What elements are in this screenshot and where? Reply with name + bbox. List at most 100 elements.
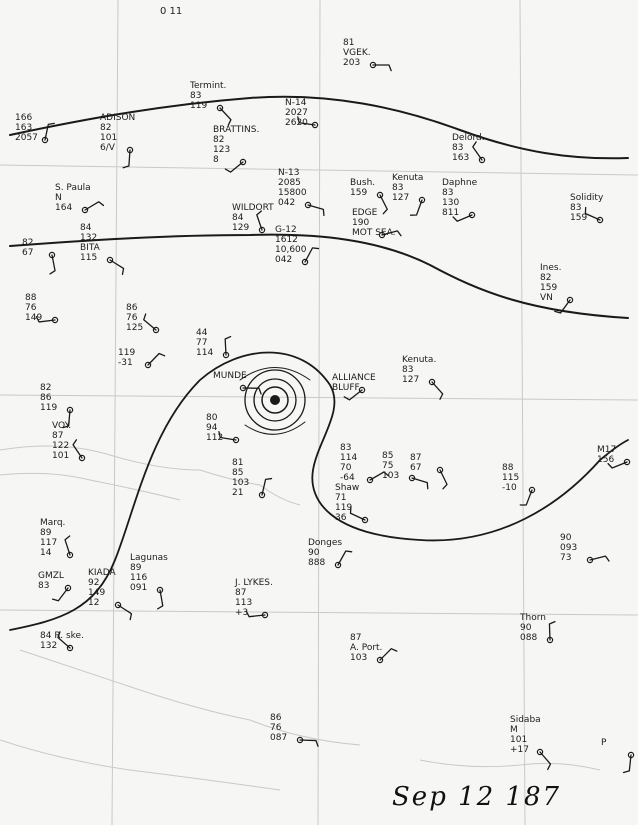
wind-barb <box>57 631 71 649</box>
station-circle <box>304 201 312 209</box>
station-label: 132 <box>40 641 57 651</box>
station-label: 44 <box>196 328 208 338</box>
station-label: 83 <box>452 143 463 153</box>
station-label: M <box>510 725 518 735</box>
station-label: 82 <box>213 135 224 145</box>
station-label: 2057 <box>15 133 38 143</box>
station-label: N <box>55 193 62 203</box>
station-circle <box>301 258 309 266</box>
station-label: 14 <box>40 548 52 558</box>
station-label: 84 R. ske. <box>40 631 84 641</box>
wind-barb <box>539 751 552 771</box>
station-circle <box>152 326 160 334</box>
station-label: 88 <box>502 463 514 473</box>
station-circle <box>144 361 152 369</box>
station-label: 87 <box>410 453 421 463</box>
wind-barb <box>607 461 628 469</box>
station-label: 159 <box>570 213 587 223</box>
station-circle <box>366 476 374 484</box>
station-label: 159 <box>350 188 367 198</box>
cyclone-spiral-line <box>9 351 629 631</box>
wind-barb <box>349 506 366 521</box>
station-label: 119 <box>190 101 207 111</box>
station-label: Delord. <box>452 133 485 143</box>
station-label: Lagunas <box>130 553 168 563</box>
station-circle <box>64 584 72 592</box>
station-label: 70 <box>340 463 352 473</box>
station-label: Solidity <box>570 193 604 203</box>
station-circle <box>418 196 426 204</box>
station-label: 093 <box>560 543 577 553</box>
station-circle <box>66 644 74 652</box>
wind-barb <box>554 299 571 314</box>
wind-barb <box>218 430 237 441</box>
station-label: 127 <box>392 193 409 203</box>
station-label: 83 <box>190 91 201 101</box>
station-circle <box>623 458 631 466</box>
station-label: 116 <box>130 573 147 583</box>
station-label: 84 <box>80 223 92 233</box>
wind-barb <box>35 316 56 323</box>
wind-barb <box>519 489 533 506</box>
wind-barb <box>381 230 402 237</box>
station-label: S. Paula <box>55 183 91 193</box>
station-label: 149 <box>25 313 42 323</box>
station-label: 85 <box>232 468 243 478</box>
wind-barb <box>219 107 232 126</box>
station-label: 129 <box>232 223 249 233</box>
station-label: Daphne <box>442 178 478 188</box>
wind-barb <box>72 439 83 459</box>
wind-barb <box>431 381 444 400</box>
station-label: -31 <box>118 358 133 368</box>
station-label: 86 <box>126 303 138 313</box>
station-label: 83 <box>392 183 403 193</box>
station-circle <box>528 486 536 494</box>
station-label: 8 <box>213 155 219 165</box>
station-label: 042 <box>278 198 295 208</box>
station-label: 67 <box>410 463 421 473</box>
station-label: Thorn <box>519 613 546 623</box>
station-circle <box>428 378 436 386</box>
wind-barb <box>242 387 262 395</box>
station-label: 83 <box>570 203 581 213</box>
station-label: 81 <box>343 38 354 48</box>
station-label: M17 <box>597 445 616 455</box>
wind-barb <box>584 206 601 221</box>
header-scribble: 0 11 <box>160 6 183 17</box>
wind-barb <box>147 352 166 366</box>
wind-barb <box>472 141 483 161</box>
wind-barb <box>548 620 556 641</box>
station-label: EDGE <box>352 208 378 218</box>
station-label: 159 <box>540 283 557 293</box>
station-label: WILDORT <box>232 203 274 213</box>
station-label: 127 <box>402 375 419 385</box>
station-label: J. LYKES. <box>234 578 273 588</box>
station-label: Donges <box>308 538 342 548</box>
station-label: 115 <box>502 473 519 483</box>
station-munde: MUNDE <box>213 371 262 395</box>
station-label: ALLIANCE <box>332 373 376 383</box>
station-label: BRATTINS. <box>213 125 259 135</box>
middle-front-line <box>9 233 629 319</box>
station-label: 087 <box>270 733 287 743</box>
station-label: 088 <box>520 633 537 643</box>
wind-barb <box>589 555 610 562</box>
